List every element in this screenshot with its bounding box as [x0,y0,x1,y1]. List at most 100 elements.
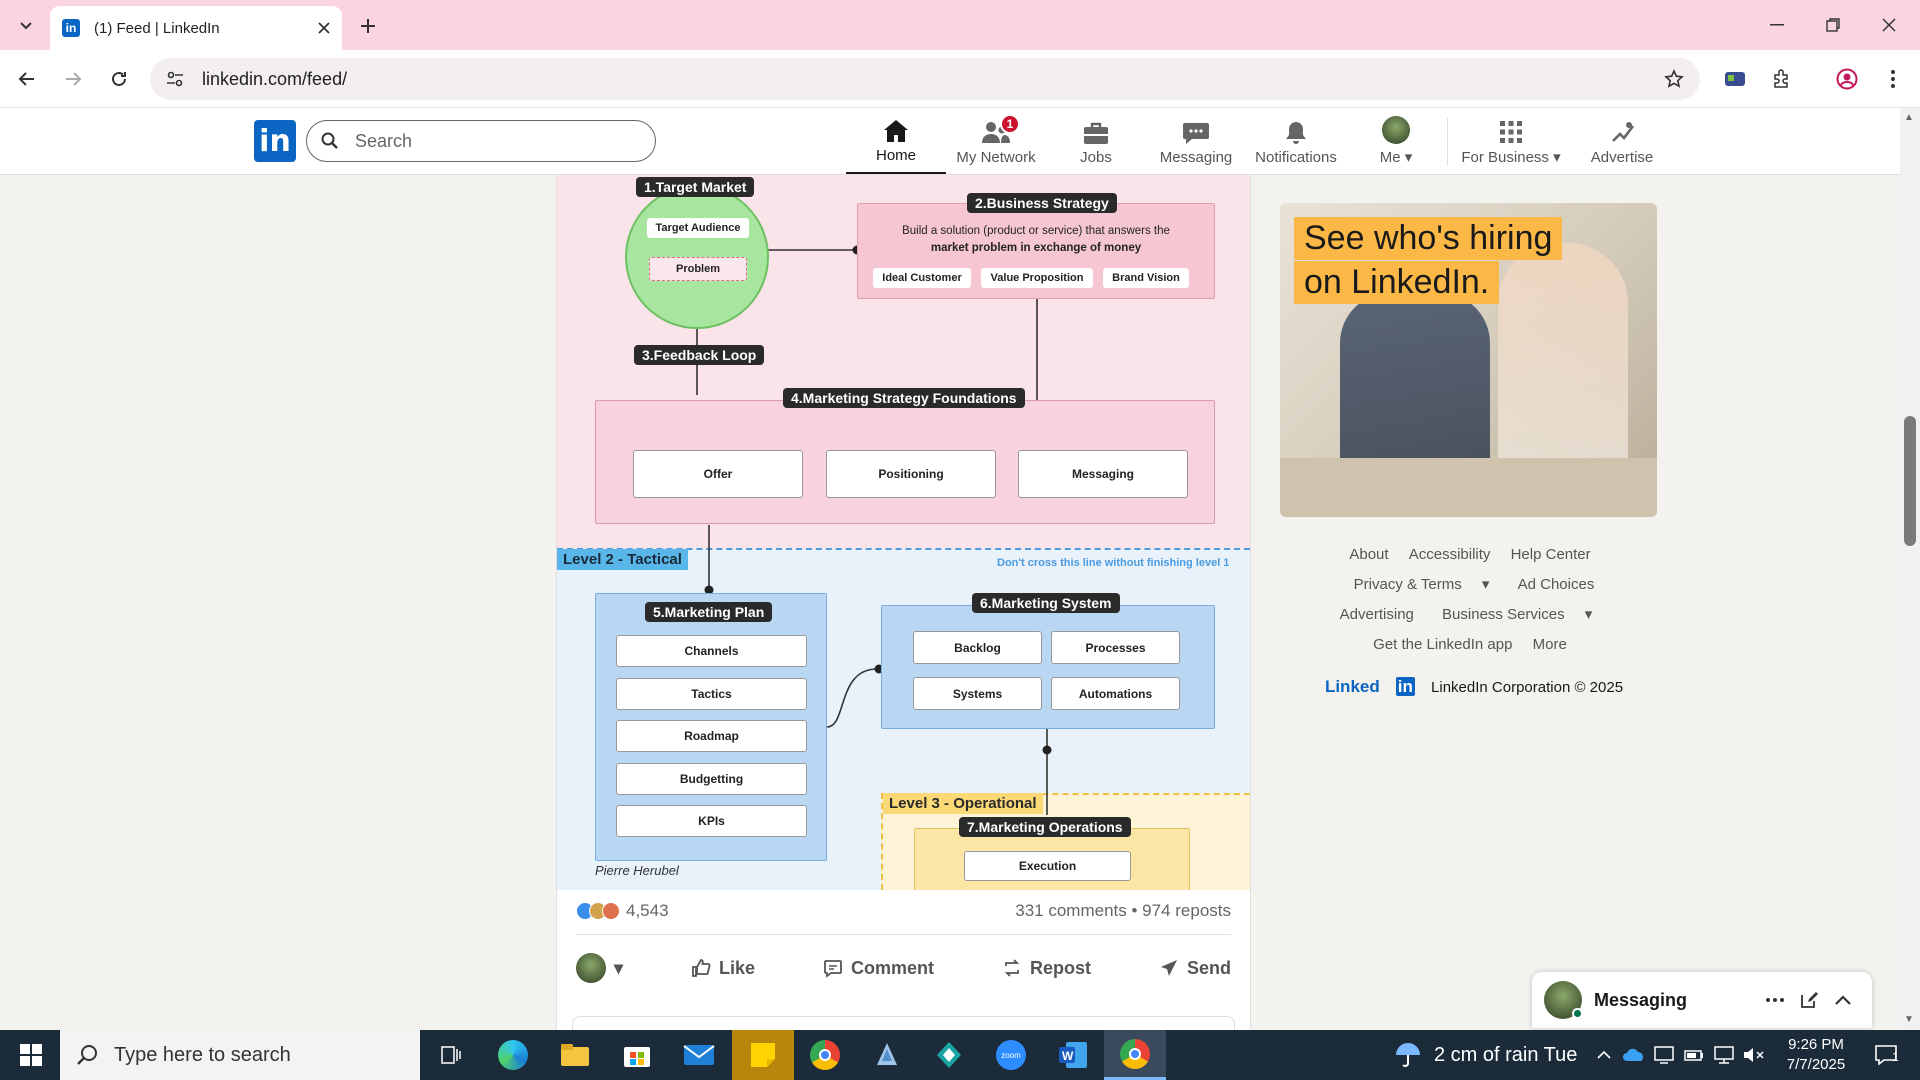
edge-browser-icon[interactable] [482,1030,544,1080]
reactions-count[interactable]: 4,543 [626,901,669,920]
word-icon[interactable]: W [1042,1030,1104,1080]
comment-button[interactable]: Comment [823,958,934,979]
zoom-icon[interactable]: zoom [980,1030,1042,1080]
more-options-icon[interactable] [1758,998,1792,1002]
footer-link-get-app[interactable]: Get the LinkedIn app [1373,636,1513,653]
messaging-label: Messaging [1594,989,1688,1010]
footer-link-privacy-terms[interactable]: Privacy & Terms ▾ [1353,576,1490,593]
bookmark-star-icon[interactable] [1664,69,1684,89]
reactions-icons[interactable]: 4,543 [576,901,669,921]
network-status-icon[interactable] [1650,1040,1678,1070]
scroll-down-arrow-icon[interactable]: ▼ [1904,1014,1914,1025]
search-input[interactable]: Search [306,120,656,162]
back-arrow-icon[interactable] [12,64,42,94]
task-view-icon[interactable] [420,1030,482,1080]
system-clock[interactable]: 9:26 PM 7/7/2025 [1786,1036,1846,1073]
minimize-icon[interactable] [1762,10,1792,40]
box-tactics: Tactics [616,678,807,710]
notification-center-icon[interactable]: 1 [1866,1038,1906,1072]
footer-link-business-services[interactable]: Business Services ▾ [1442,606,1593,623]
box-value-proposition: Value Proposition [981,268,1093,288]
footer-link-advertising[interactable]: Advertising [1339,606,1414,623]
extension-puzzle-app-icon[interactable] [1720,64,1750,94]
sticky-notes-icon[interactable] [732,1030,794,1080]
send-icon [1160,960,1177,976]
browser-tab[interactable]: in (1) Feed | LinkedIn [50,6,342,50]
address-bar[interactable]: linkedin.com/feed/ [150,58,1700,100]
box-processes: Processes [1051,631,1180,664]
dashed-divider [557,548,1250,550]
scrollbar-thumb[interactable] [1904,416,1916,546]
chrome-icon[interactable] [794,1030,856,1080]
tab-list-chevron-icon[interactable] [12,12,40,40]
like-button[interactable]: Like [691,958,755,979]
box-roadmap: Roadmap [616,720,807,752]
nav-jobs[interactable]: Jobs [1046,108,1146,174]
volume-muted-icon[interactable] [1740,1040,1768,1070]
chevron-up-icon[interactable] [1592,1040,1616,1070]
footer-link-ad-choices[interactable]: Ad Choices [1517,576,1595,593]
repost-button[interactable]: Repost [1002,958,1091,979]
tab-title: (1) Feed | LinkedIn [94,19,220,37]
mail-icon[interactable] [668,1030,730,1080]
scroll-up-arrow-icon[interactable]: ▲ [1904,112,1914,123]
app-icon[interactable] [856,1030,918,1080]
site-info-icon[interactable] [166,70,184,88]
new-tab-plus-icon[interactable] [354,12,382,40]
nav-my-network[interactable]: 1 My Network [946,108,1046,174]
nav-for-business[interactable]: For Business ▾ [1450,108,1572,174]
ad-person-photo [1340,293,1490,483]
linkedin-logo-icon[interactable]: in [254,120,296,162]
microsoft-store-icon[interactable] [606,1030,668,1080]
reload-icon[interactable] [104,64,134,94]
divider [576,934,1231,935]
tab-close-icon[interactable] [318,22,330,34]
footer-link-more[interactable]: More [1532,636,1567,653]
taskbar-search-input[interactable]: Type here to search [60,1030,420,1080]
close-window-icon[interactable] [1874,10,1904,40]
nav-home[interactable]: Home [846,108,946,174]
forward-arrow-icon[interactable] [58,64,88,94]
post-image-marketing-diagram[interactable]: 1.Target Market Target Audience Problem … [557,175,1250,890]
search-icon [77,1045,97,1065]
box-positioning: Positioning [826,450,996,498]
display-icon[interactable] [1710,1040,1738,1070]
ad-banner-image[interactable]: See who's hiring on LinkedIn. [1280,203,1657,517]
nav-notifications[interactable]: Notifications [1246,108,1346,174]
windows-start-icon[interactable] [14,1043,48,1067]
footer-link-accessibility[interactable]: Accessibility [1408,546,1491,563]
footer-link-about[interactable]: About [1349,546,1389,563]
thumbs-up-icon [692,959,711,977]
box-brand-vision: Brand Vision [1103,268,1189,288]
browser-menu-icon[interactable] [1878,64,1908,94]
page-scrollbar[interactable]: ▲ ▼ [1900,108,1920,1030]
box-target-audience: Target Audience [647,218,749,238]
weather-widget[interactable]: 2 cm of rain Tue [1394,1030,1577,1080]
box-automations: Automations [1051,677,1180,710]
comments-reposts-count[interactable]: 331 comments • 974 reposts [1015,901,1231,920]
onedrive-cloud-icon[interactable] [1620,1040,1648,1070]
footer-link-help-center[interactable]: Help Center [1510,546,1591,563]
file-explorer-icon[interactable] [544,1030,606,1080]
browser-tab-bar: in (1) Feed | LinkedIn [0,0,1920,50]
box-execution: Execution [964,851,1131,881]
ad-headline: See who's hiring [1294,217,1563,260]
reaction-avatar-selector[interactable]: ▾ [576,953,623,983]
love-reaction-icon [602,902,620,920]
send-button[interactable]: Send [1159,958,1231,979]
compose-icon[interactable] [1792,991,1826,1009]
app-icon[interactable] [918,1030,980,1080]
restore-icon[interactable] [1818,10,1848,40]
chrome-active-icon[interactable] [1104,1030,1166,1080]
messaging-overlay[interactable]: Messaging [1532,972,1872,1028]
nav-messaging[interactable]: Messaging [1146,108,1246,174]
profile-icon[interactable] [1832,64,1862,94]
nav-me[interactable]: Me ▾ [1346,108,1446,174]
nav-advertise[interactable]: Advertise [1572,108,1672,174]
extensions-icon[interactable] [1766,64,1796,94]
chevron-up-icon[interactable] [1826,995,1860,1005]
online-status-dot [1572,1008,1583,1019]
battery-icon[interactable] [1680,1040,1708,1070]
search-icon [321,132,338,149]
